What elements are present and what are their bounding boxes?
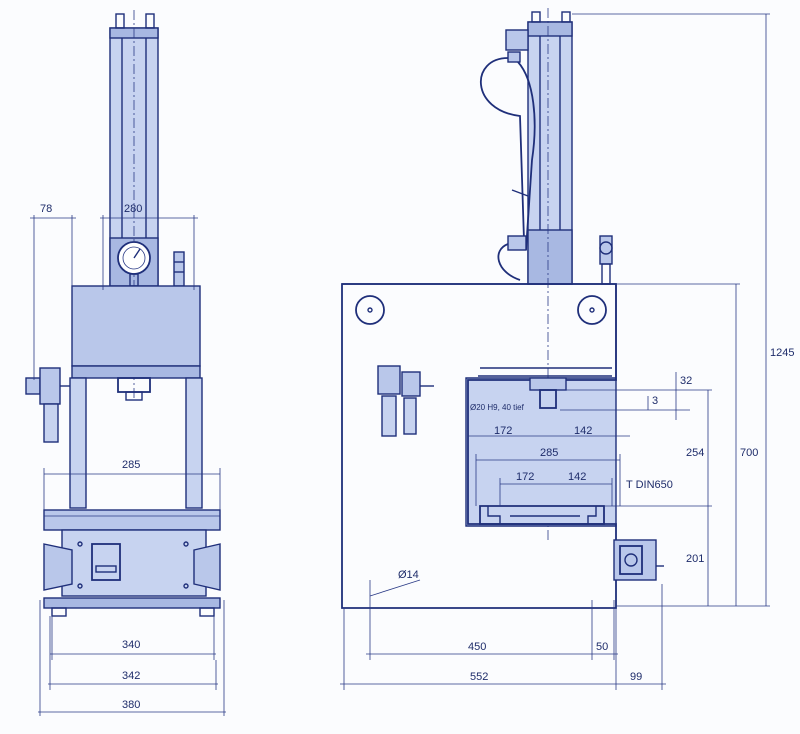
dim-side-99: 99 — [630, 671, 642, 683]
dim-front-285: 285 — [122, 459, 140, 471]
side-frame — [341, 283, 617, 609]
dim-side-172b: 172 — [516, 471, 534, 483]
dim-side-1245: 1245 — [770, 347, 794, 359]
front-base — [61, 529, 207, 597]
front-view: 78 280 285 340 342 380 — [25, 10, 226, 716]
dim-front-340: 340 — [122, 639, 140, 651]
dim-side-50: 50 — [596, 641, 608, 653]
front-table — [43, 509, 221, 531]
dim-side-552: 552 — [470, 671, 488, 683]
hole-label: Ø14 — [398, 569, 419, 581]
filter-regulator-icon — [25, 367, 70, 443]
frame-hole-right — [577, 295, 607, 325]
dim-side-32: 32 — [680, 375, 692, 387]
dim-side-142b: 142 — [568, 471, 586, 483]
dim-front-342: 342 — [122, 670, 140, 682]
dim-side-700: 700 — [740, 447, 758, 459]
t-slot-label: T DIN650 — [626, 479, 673, 491]
dim-side-285: 285 — [540, 447, 558, 459]
dim-front-280: 280 — [124, 203, 142, 215]
side-filter-regulator-icon — [377, 365, 434, 437]
dim-side-3: 3 — [652, 395, 658, 407]
dim-side-450: 450 — [468, 641, 486, 653]
frame-hole-left — [355, 295, 385, 325]
dim-side-142a: 142 — [574, 425, 592, 437]
control-panel — [91, 543, 121, 581]
front-head-block — [71, 285, 201, 367]
dim-side-254: 254 — [686, 447, 704, 459]
bore-label: Ø20 H9, 40 tief — [470, 403, 525, 412]
dim-front-380: 380 — [122, 699, 140, 711]
dim-front-78: 78 — [40, 203, 52, 215]
pressure-gauge-icon — [117, 241, 151, 287]
dim-side-172a: 172 — [494, 425, 512, 437]
dim-side-201: 201 — [686, 553, 704, 565]
side-view: 1245 700 254 201 32 3 Ø20 H9, 40 tief 17… — [340, 8, 794, 690]
